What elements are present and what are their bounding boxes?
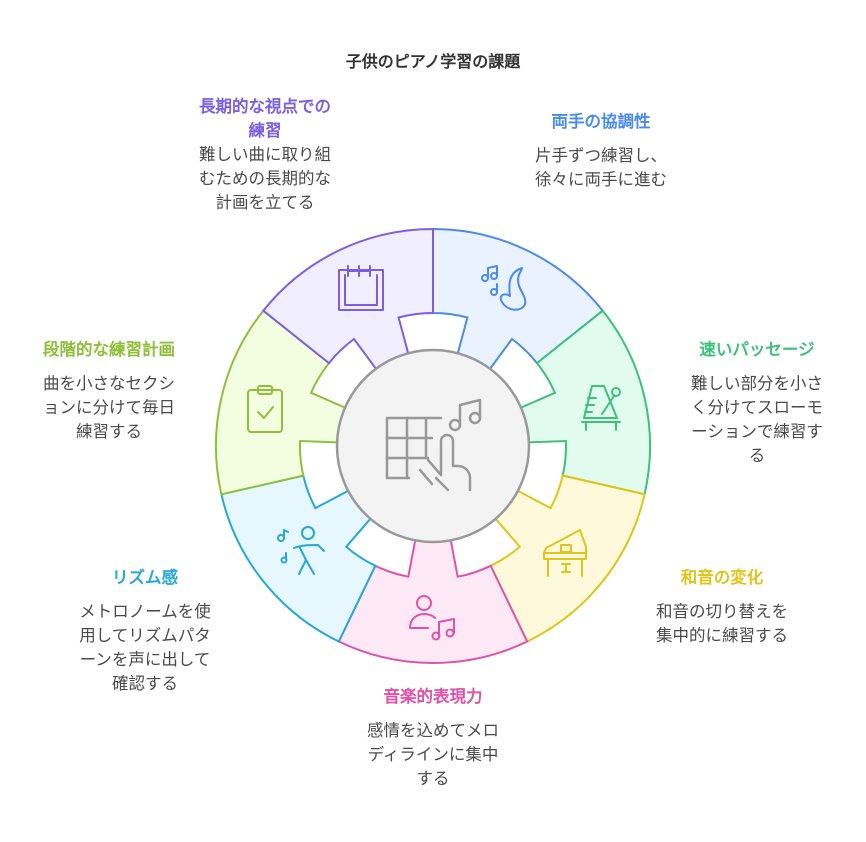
label-description: 集中的に練習する bbox=[656, 626, 788, 645]
label-description: ーションで練習す bbox=[691, 422, 823, 441]
label-description: 難しい部分を小さ bbox=[691, 374, 823, 393]
spacer bbox=[9, 362, 209, 372]
label-description: ョンに分けて毎日 bbox=[43, 398, 175, 417]
saxophone-music-icon bbox=[481, 265, 527, 311]
piano-icon bbox=[543, 529, 587, 577]
label-description: く分けてスローモ bbox=[691, 398, 823, 417]
spacer bbox=[45, 590, 245, 600]
segment-plan bbox=[214, 309, 347, 496]
segment-rhythm bbox=[220, 474, 377, 643]
label-description: 用してリズムパタ bbox=[79, 626, 211, 645]
label-description: ディラインに集中 bbox=[367, 745, 499, 764]
label-description: 練習する bbox=[76, 422, 142, 441]
dancer-icon bbox=[277, 526, 325, 575]
label-description: 片手ずつ練習し、 bbox=[535, 146, 667, 165]
label-description: 確認する bbox=[112, 674, 178, 693]
label-description: 曲を小さなセクシ bbox=[43, 374, 175, 393]
clipboard-check-icon bbox=[247, 385, 283, 433]
label-title: 速いパッセージ bbox=[699, 340, 815, 359]
spacer bbox=[333, 709, 533, 719]
label-fast: 速いパッセージ難しい部分を小さく分けてスローモーションで練習する bbox=[657, 338, 857, 468]
label-description: 計画を立てる bbox=[215, 193, 315, 212]
spacer bbox=[622, 590, 822, 600]
singer-music-icon bbox=[409, 595, 455, 641]
label-title: 両手の協調性 bbox=[551, 112, 651, 131]
segment-long bbox=[261, 227, 434, 371]
label-plan: 段階的な練習計画曲を小さなセクションに分けて毎日練習する bbox=[9, 338, 209, 444]
segment-expr bbox=[337, 539, 529, 665]
label-description: る bbox=[748, 446, 766, 465]
label-description: メトロノームを使 bbox=[79, 602, 211, 621]
label-chord: 和音の変化和音の切り替えを集中的に練習する bbox=[622, 566, 822, 648]
metronome-icon bbox=[581, 385, 621, 431]
label-title: 音楽的表現力 bbox=[383, 687, 483, 706]
label-description: 徐々に両手に進む bbox=[535, 170, 667, 189]
label-title: リズム感 bbox=[112, 568, 178, 587]
label-description: 和音の切り替えを bbox=[656, 602, 788, 621]
label-hands: 両手の協調性片手ずつ練習し、徐々に両手に進む bbox=[501, 110, 701, 192]
center-hub bbox=[335, 348, 531, 544]
label-description: むための長期的な bbox=[199, 169, 331, 188]
label-description: する bbox=[416, 769, 450, 788]
diagram-title: 子供のピアノ学習の課題 bbox=[345, 52, 521, 71]
piano-keys-hand-music-icon bbox=[385, 398, 482, 492]
label-title: 和音の変化 bbox=[680, 568, 764, 587]
label-rhythm: リズム感メトロノームを使用してリズムパターンを声に出して確認する bbox=[45, 566, 245, 696]
label-title: 長期的な視点での bbox=[199, 97, 331, 116]
spacer bbox=[501, 134, 701, 144]
label-description: 感情を込めてメロ bbox=[367, 721, 499, 740]
calendar-icon bbox=[338, 265, 384, 311]
segment-fast bbox=[519, 309, 652, 496]
label-description: 難しい曲に取り組 bbox=[199, 145, 331, 164]
label-title: 段階的な練習計画 bbox=[43, 340, 175, 359]
spacer bbox=[657, 362, 857, 372]
label-description: ーンを声に出して bbox=[79, 650, 211, 669]
label-long: 長期的な視点での練習難しい曲に取り組むための長期的な計画を立てる bbox=[165, 95, 365, 215]
label-title: 練習 bbox=[248, 121, 282, 140]
label-expr: 音楽的表現力感情を込めてメロディラインに集中する bbox=[333, 685, 533, 791]
segment-hands bbox=[432, 227, 605, 371]
